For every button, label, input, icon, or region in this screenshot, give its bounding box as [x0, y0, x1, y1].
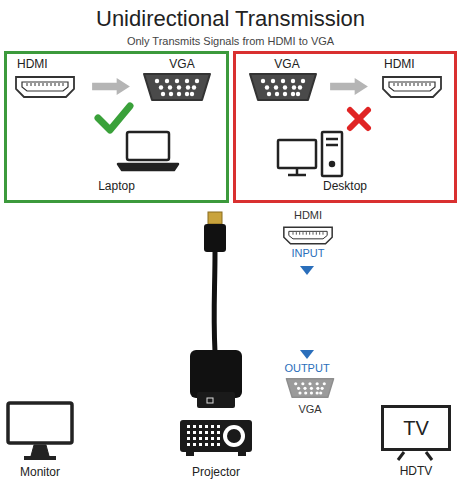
device-label: Monitor — [0, 466, 80, 480]
hdmi-port-icon — [284, 227, 332, 244]
signal-label: HDMI — [278, 209, 338, 222]
device-label: Laptop — [7, 180, 226, 194]
laptop-panel: HDMI VGA Laptop — [4, 51, 229, 203]
vga-port-icon — [250, 74, 316, 100]
signal-direction: INPUT — [278, 247, 338, 260]
device-label: Projector — [166, 466, 266, 480]
port-label: VGA — [147, 58, 217, 72]
hdmi-to-vga-adapter — [190, 212, 242, 408]
port-label: VGA — [252, 58, 322, 72]
subtitle: Only Transmits Signals from HDMI to VGA — [0, 35, 461, 48]
monitor-icon — [8, 403, 72, 460]
port-label: HDMI — [384, 58, 454, 72]
direction-arrow — [330, 78, 368, 95]
signal-direction: OUTPUT — [272, 362, 342, 375]
signal-label: VGA — [280, 403, 340, 416]
check-mark — [98, 106, 130, 130]
desktop-panel: VGA HDMI Desktop — [233, 51, 457, 203]
desktop-icon — [278, 132, 342, 176]
projector-icon — [180, 420, 252, 456]
device-label: HDTV — [374, 465, 458, 479]
hdmi-port-icon — [383, 77, 441, 97]
cross-mark — [350, 110, 368, 128]
down-triangle — [300, 350, 314, 359]
tv-mark: TV — [384, 417, 448, 440]
vga-port-icon — [286, 379, 333, 398]
title: Unidirectional Transmission — [0, 6, 461, 31]
vga-port-icon — [144, 74, 210, 100]
tv-stand — [398, 452, 432, 460]
laptop-icon — [118, 132, 178, 170]
direction-arrow — [92, 78, 130, 95]
port-label: HDMI — [17, 58, 87, 72]
tv-screen: TVHDTV — [381, 405, 451, 451]
hdmi-port-icon — [16, 77, 74, 97]
device-label: Desktop — [236, 180, 454, 194]
down-triangle — [300, 266, 314, 275]
